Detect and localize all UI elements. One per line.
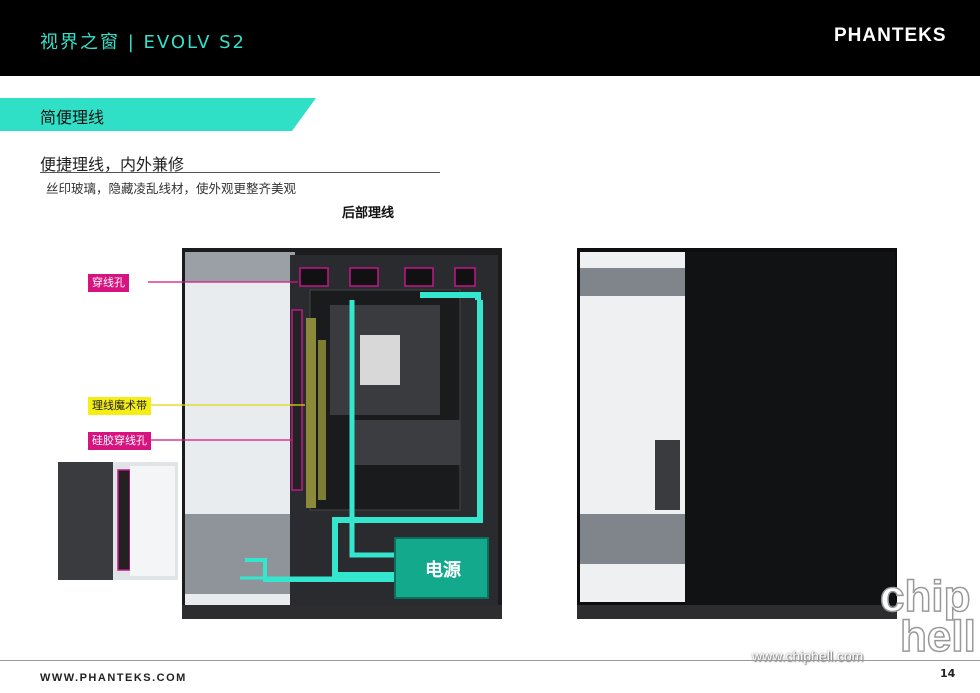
section-tab: 简便理线: [0, 98, 316, 131]
grommet-detail-photo: [58, 462, 178, 580]
section-tab-label: 简便理线: [40, 108, 105, 127]
psu-label: 电源: [425, 560, 461, 581]
page-number: 14: [940, 667, 956, 680]
subtitle-divider: [40, 172, 440, 173]
header-bar: 视界之窗 | EVOLV S2 PHANTEKS: [0, 0, 980, 76]
watermark-logo-bottom: hell: [899, 612, 976, 661]
watermark-logo-top: chip: [879, 572, 971, 621]
callout-velcro-straps: 理线魔术带: [88, 397, 151, 415]
description: 丝印玻璃，隐藏凌乱线材，使外观更整齐美观: [46, 181, 297, 196]
header-title: 视界之窗 | EVOLV S2: [40, 32, 247, 53]
callout-cable-holes: 穿线孔: [88, 274, 129, 292]
brand-logo: PHANTEKS: [834, 25, 947, 46]
footer-divider: [0, 660, 980, 661]
footer-url[interactable]: WWW.PHANTEKS.COM: [40, 672, 187, 684]
exterior-case-image: [577, 248, 897, 619]
rear-case-image: [182, 248, 502, 619]
case-illustration: [58, 248, 897, 619]
subtitle: 便捷理线，内外兼修: [40, 155, 185, 174]
watermark-url: www.chiphell.com: [752, 648, 864, 664]
diagram-caption: 后部理线: [342, 206, 395, 221]
callout-rubber-grommets: 硅胶穿线孔: [88, 432, 151, 450]
